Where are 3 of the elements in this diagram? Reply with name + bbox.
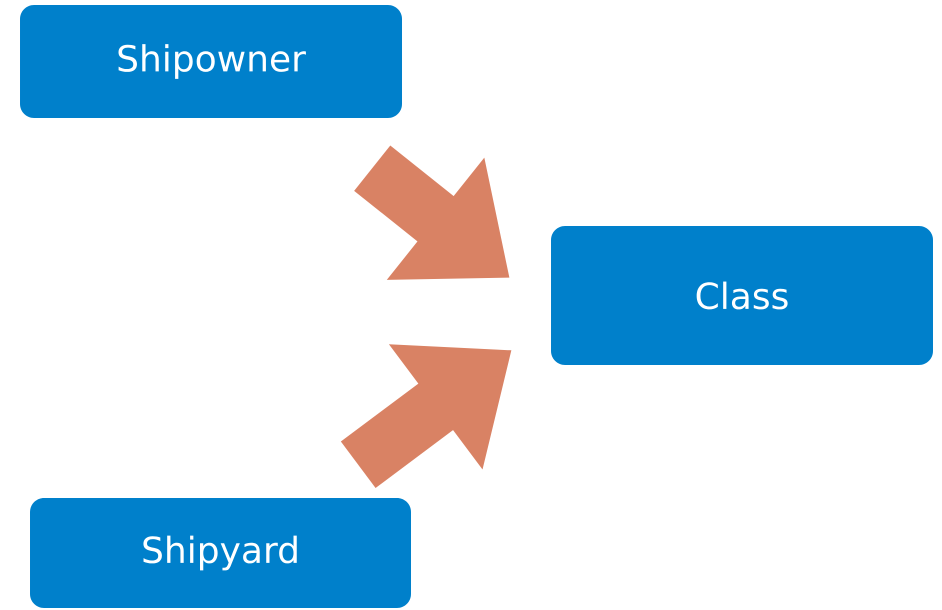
process-box: Shipyard xyxy=(30,498,411,608)
process-box: Shipowner xyxy=(20,5,402,118)
process-box: Class xyxy=(551,226,933,365)
